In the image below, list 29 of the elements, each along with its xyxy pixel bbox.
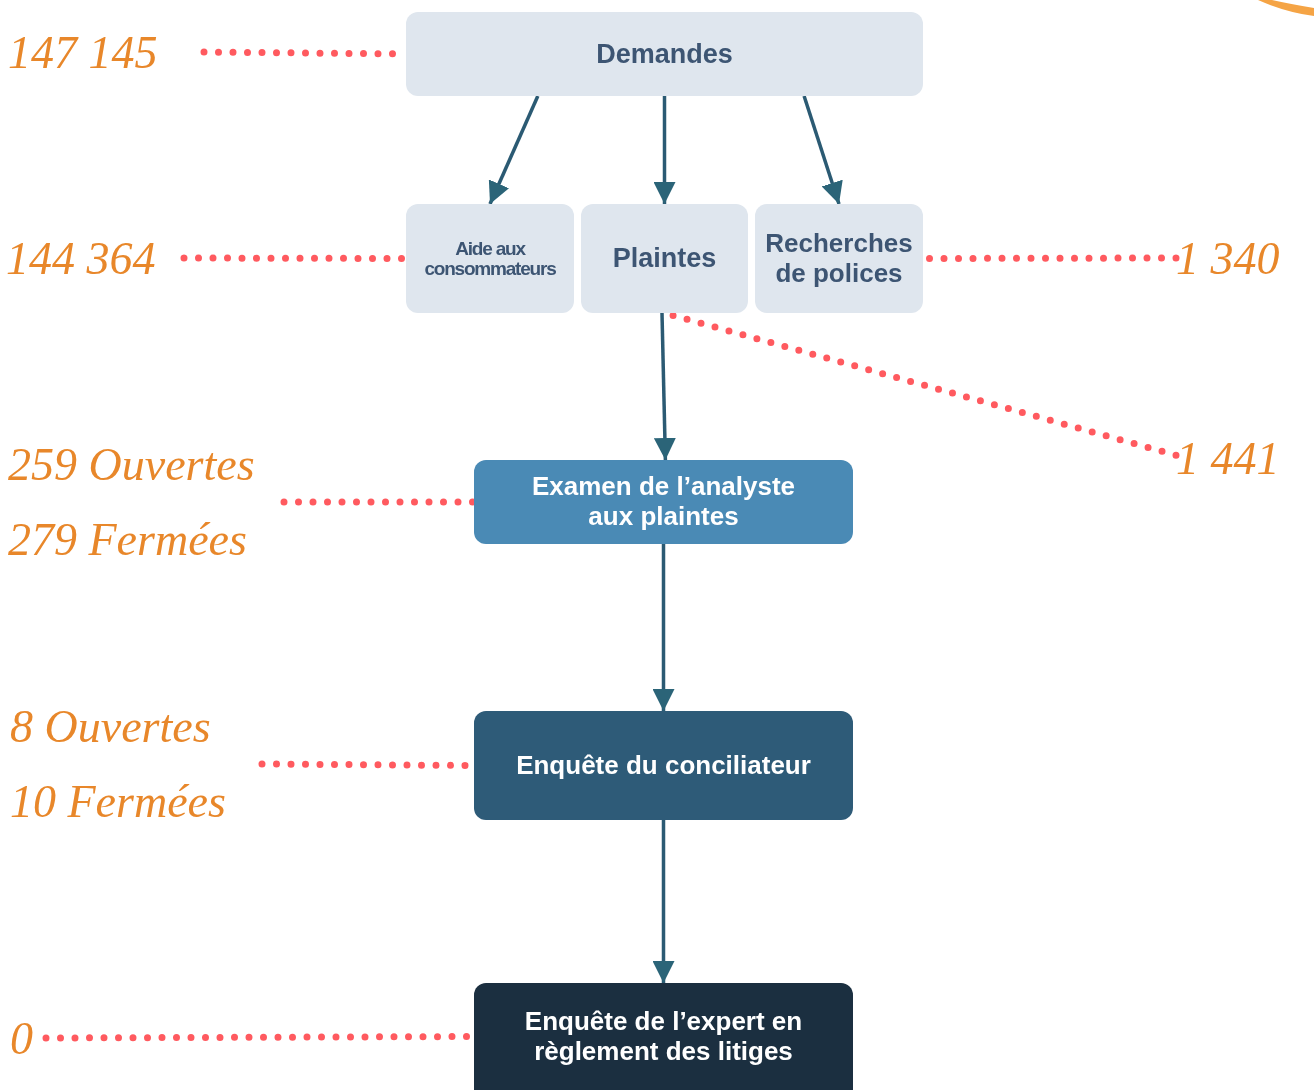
arrow bbox=[653, 96, 676, 204]
count-label: 1 340 bbox=[1176, 231, 1280, 285]
process-box bbox=[406, 12, 923, 96]
box-label: Examen de l’analyste aux plaintes bbox=[531, 472, 796, 532]
process-box bbox=[581, 204, 748, 313]
process-box bbox=[474, 460, 853, 544]
count-label: 259 Ouvertes bbox=[8, 438, 255, 491]
count-label: 279 Fermées bbox=[8, 513, 247, 566]
box-label: Recherches de polices bbox=[764, 228, 914, 289]
arrow bbox=[488, 95, 540, 205]
arrow bbox=[652, 820, 675, 983]
count-label: 8 Ouvertes bbox=[10, 700, 211, 753]
box-label: Enquête du conciliateur bbox=[515, 751, 812, 780]
box-label: Demandes bbox=[595, 39, 734, 69]
arrow bbox=[652, 544, 675, 711]
count-label: 144 364 bbox=[6, 231, 156, 285]
process-box bbox=[474, 983, 853, 1090]
arrow bbox=[802, 95, 843, 205]
process-box bbox=[755, 204, 923, 313]
count-label: 0 bbox=[10, 1011, 33, 1065]
process-box bbox=[474, 711, 853, 820]
box-label: Aide aux consommateurs bbox=[423, 238, 557, 279]
count-label: 1 441 bbox=[1176, 431, 1280, 485]
arrow bbox=[653, 312, 676, 461]
box-label: Enquête de l’expert en règlement des litiges bbox=[523, 1006, 804, 1067]
count-label: 147 145 bbox=[8, 25, 158, 79]
count-label: 10 Fermées bbox=[10, 775, 226, 828]
box-label: Plaintes bbox=[611, 244, 718, 273]
process-box bbox=[406, 204, 574, 313]
